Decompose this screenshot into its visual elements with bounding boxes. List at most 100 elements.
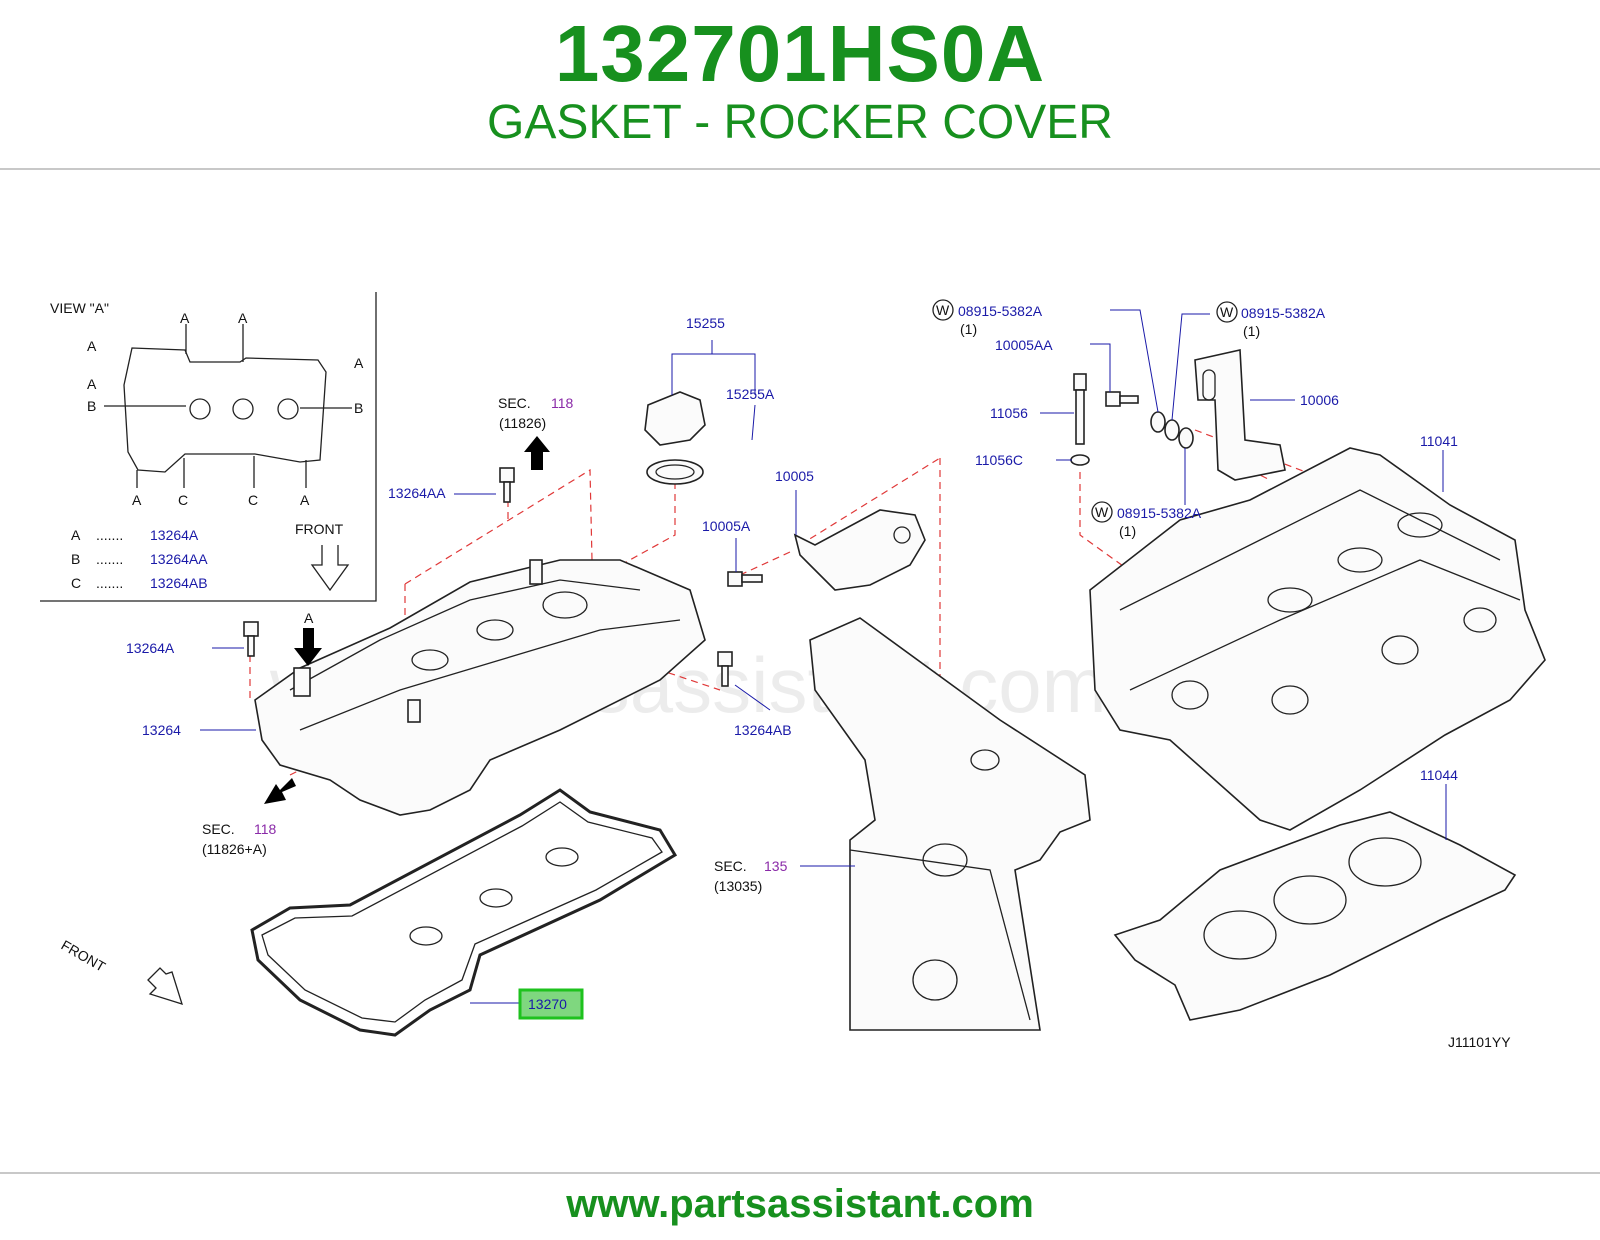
leader-15255a xyxy=(751,404,756,441)
front-direction-marker: FRONT xyxy=(59,937,183,1005)
legend-part-link[interactable]: 13264AB xyxy=(150,575,208,591)
head-gasket-11044[interactable] xyxy=(1113,811,1517,1021)
rocker-cover-13264[interactable] xyxy=(254,559,706,816)
label-11056[interactable]: 11056 xyxy=(990,405,1028,421)
bolt-10005aa[interactable] xyxy=(1105,391,1139,407)
gasket-bore xyxy=(1273,875,1347,925)
label-washer-2[interactable]: 08915-5382A xyxy=(1241,305,1326,321)
pcv-nipple xyxy=(407,699,421,723)
legend-dots: ....... xyxy=(96,527,123,543)
washer-08915[interactable] xyxy=(1178,427,1194,449)
diagram-code: J11101YY xyxy=(1448,1034,1511,1050)
label-13264aa[interactable]: 13264AA xyxy=(388,485,446,501)
label-11044[interactable]: 11044 xyxy=(1420,767,1458,783)
label-10005[interactable]: 10005 xyxy=(775,468,814,484)
label-13264ab[interactable]: 13264AB xyxy=(734,722,792,738)
view-a-marker-a: A xyxy=(354,355,364,371)
assembly-line xyxy=(404,468,593,585)
washer-08915[interactable] xyxy=(1150,411,1166,433)
bolt-13264a[interactable] xyxy=(243,621,259,657)
view-a-arrow-icon xyxy=(294,628,322,666)
label-10005a[interactable]: 10005A xyxy=(702,518,751,534)
sec-118-down-arrow-icon xyxy=(264,778,296,804)
oil-filler-cap-15255[interactable] xyxy=(644,391,706,446)
view-a-marker-a: A xyxy=(87,376,97,392)
leader-10005aa xyxy=(1090,343,1111,392)
washer-11056c[interactable] xyxy=(1070,454,1090,466)
label-11041[interactable]: 11041 xyxy=(1420,433,1458,449)
bracket-10005[interactable] xyxy=(793,509,926,591)
cap-seal-inner xyxy=(655,464,695,480)
sec-118-bottom-sub: (11826+A) xyxy=(202,841,267,857)
front-timing-cover[interactable] xyxy=(809,617,1091,1031)
bolt-13264aa[interactable] xyxy=(499,467,515,503)
rocker-cover-ridge xyxy=(289,579,641,691)
legend-key: A xyxy=(71,527,81,543)
label-10005aa[interactable]: 10005AA xyxy=(995,337,1053,353)
footer-divider xyxy=(0,1172,1600,1174)
view-a-port-2 xyxy=(232,398,254,420)
part-labels: 15255 15255A 13264AA 13264A 13264 13264A… xyxy=(126,303,1511,1050)
gasket-hole xyxy=(479,888,513,908)
leader-13264ab xyxy=(734,684,771,711)
washer-symbol: W xyxy=(1095,504,1109,520)
gasket-13270-group xyxy=(250,788,678,1037)
head-bolt-11056[interactable] xyxy=(1073,373,1087,445)
sec-135-sub: (13035) xyxy=(714,878,762,894)
legend-part-link[interactable]: 13264AA xyxy=(150,551,208,567)
highlighted-part-box[interactable] xyxy=(518,988,584,1020)
label-15255a[interactable]: 15255A xyxy=(726,386,775,402)
label-10006[interactable]: 10006 xyxy=(1300,392,1339,408)
assembly-line xyxy=(739,551,791,576)
sec-label: SEC. xyxy=(498,395,531,411)
washer-symbol: W xyxy=(1220,304,1234,320)
bolt-13264ab[interactable] xyxy=(717,651,733,687)
view-a-marker-b: B xyxy=(354,400,363,416)
sec-label: SEC. xyxy=(714,858,747,874)
sec-118-bottom-link[interactable]: 118 xyxy=(254,821,277,837)
cylinder-head-ridge xyxy=(1129,559,1521,691)
label-13264a[interactable]: 13264A xyxy=(126,640,175,656)
front-cover-edge xyxy=(849,849,1031,1021)
label-washer-3[interactable]: 08915-5382A xyxy=(1117,505,1202,521)
legend-dots: ....... xyxy=(96,575,123,591)
bolt-10005a[interactable] xyxy=(727,571,763,587)
washer-symbol-icon xyxy=(1216,301,1238,323)
sec-118-top-link[interactable]: 118 xyxy=(551,395,574,411)
washer-08915[interactable] xyxy=(1164,419,1180,441)
cap-seal-15255a[interactable] xyxy=(646,459,704,485)
rocker-cover-port xyxy=(476,619,514,641)
label-13270[interactable]: 13270 xyxy=(528,996,567,1012)
legend-dots: ....... xyxy=(96,551,123,567)
label-washer-1[interactable]: 08915-5382A xyxy=(958,303,1043,319)
assembly-line xyxy=(799,457,941,546)
cylinder-head-11041[interactable] xyxy=(1089,447,1546,831)
label-13264[interactable]: 13264 xyxy=(142,722,181,738)
view-a-title: VIEW "A" xyxy=(50,300,109,316)
view-a-port-1 xyxy=(189,398,211,420)
oil-filler-neck xyxy=(542,591,588,619)
view-a-marker-a: A xyxy=(87,338,97,354)
port xyxy=(1463,607,1497,633)
rocker-cover-ridge xyxy=(299,619,681,731)
part-name-subtitle: GASKET - ROCKER COVER xyxy=(487,96,1113,149)
leader-washer-1 xyxy=(1110,309,1159,413)
legend-key: B xyxy=(71,551,80,567)
sec-135-link[interactable]: 135 xyxy=(764,858,788,874)
port xyxy=(1271,685,1309,715)
leader-lines xyxy=(200,309,1447,840)
legend-part-link[interactable]: 13264A xyxy=(150,527,199,543)
label-15255[interactable]: 15255 xyxy=(686,315,725,331)
washer-symbol-icon xyxy=(932,299,954,321)
view-a-inset: VIEW "A" A A A A A B B A C C A A .......… xyxy=(40,292,377,602)
rocker-cover-gasket-13270[interactable] xyxy=(250,788,678,1037)
legend-key: C xyxy=(71,575,81,591)
rocker-cover-group xyxy=(243,391,733,816)
port xyxy=(1171,680,1209,710)
cam-journal xyxy=(1337,547,1383,573)
rocker-cover-boss xyxy=(293,667,311,697)
leader-15255-bracket xyxy=(671,353,756,395)
label-11056c[interactable]: 11056C xyxy=(975,452,1023,468)
footer-website-link[interactable]: www.partsassistant.com xyxy=(566,1182,1034,1226)
view-a-marker-c: C xyxy=(178,492,188,508)
